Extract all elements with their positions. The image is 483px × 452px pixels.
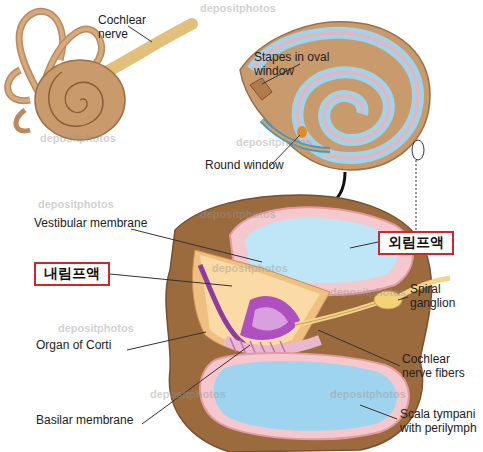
watermark: depositphotos: [40, 132, 116, 144]
part-label: Spiral ganglion: [410, 282, 470, 310]
callout-text: 외림프액: [388, 234, 444, 252]
part-label: Round window: [205, 158, 295, 172]
watermark: depositphotos: [330, 286, 406, 298]
watermark: depositphotos: [236, 136, 312, 148]
part-label: Cochlear nerve fibers: [402, 352, 482, 380]
watermark: depositphotos: [38, 198, 114, 210]
watermark: depositphotos: [330, 388, 406, 400]
inner-ear-drawing: [8, 11, 192, 140]
part-label: Stapes in oval window: [254, 50, 334, 78]
perilymph-callout-box: 외림프액: [378, 231, 454, 255]
callout-text: 내림프액: [44, 265, 100, 283]
watermark: depositphotos: [212, 262, 288, 274]
watermark: depositphotos: [200, 208, 276, 220]
part-label: Basilar membrane: [36, 413, 146, 427]
part-label: Vestibular membrane: [34, 216, 164, 230]
watermark: depositphotos: [200, 2, 276, 14]
watermark: depositphotos: [58, 322, 134, 334]
part-label: Organ of Corti: [36, 338, 136, 352]
part-label: Cochlear nerve: [98, 13, 158, 41]
endolymph-callout-box: 내림프액: [34, 262, 110, 286]
leader-lines: [110, 26, 416, 424]
watermark: depositphotos: [150, 388, 226, 400]
part-label: Scala tympani with perilymph: [400, 407, 482, 435]
